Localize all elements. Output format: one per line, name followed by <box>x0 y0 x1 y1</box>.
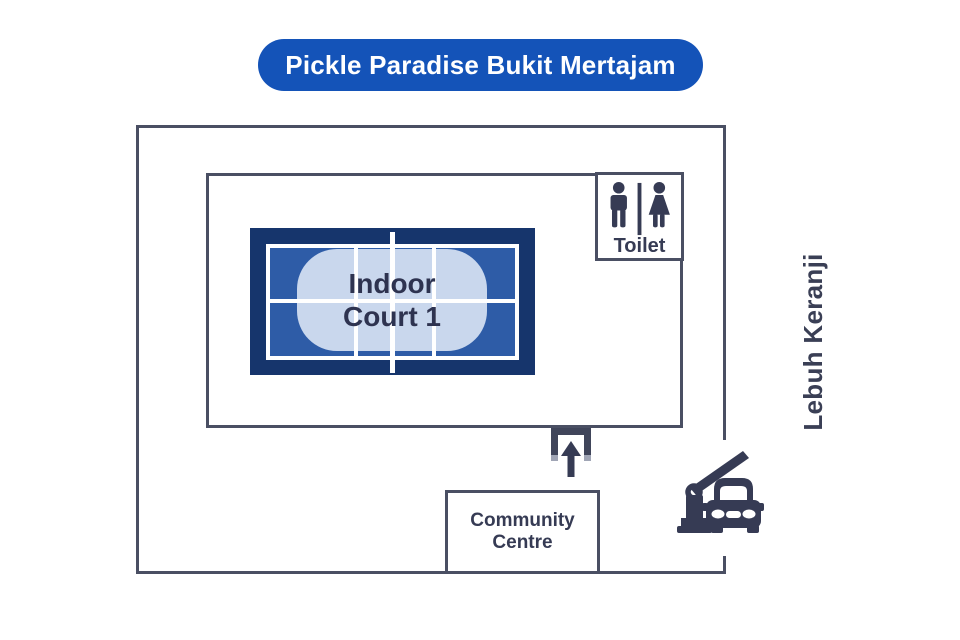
toilet-label: Toilet <box>613 235 666 257</box>
boundary-left <box>136 125 139 574</box>
vehicle-entrance-icon <box>677 451 764 533</box>
woman-icon <box>648 181 670 228</box>
community-centre-line1: Community <box>470 510 575 531</box>
barrier-gate-icon <box>677 451 749 533</box>
entrance-door-frame <box>551 428 591 461</box>
entrance-door-frame <box>551 455 558 461</box>
man-icon <box>610 181 627 228</box>
court-label-line1: Indoor <box>348 268 436 299</box>
court-kitchen-line-left <box>354 248 358 356</box>
boundary-top <box>136 125 726 128</box>
boundary-right-lower <box>723 556 726 574</box>
toilet-sign-icon <box>610 181 670 236</box>
entrance-door-frame <box>584 455 591 461</box>
car-icon <box>702 478 764 533</box>
court-label: Indoor Court 1 <box>297 249 487 351</box>
court-label-line2: Court 1 <box>343 301 441 332</box>
community-centre-line2: Centre <box>492 532 553 553</box>
boundary-right-upper <box>723 125 726 440</box>
court-net-line <box>390 232 395 373</box>
road-name: Lebuh Keranji <box>797 253 828 431</box>
toilet-divider <box>637 182 642 236</box>
venue-title-pill: Pickle Paradise Bukit Mertajam <box>258 39 703 91</box>
court-kitchen-line-right <box>432 248 436 356</box>
toilet-box: Toilet <box>595 172 684 261</box>
boundary-bottom <box>136 571 726 574</box>
up-arrow-icon <box>561 441 581 477</box>
venue-title: Pickle Paradise Bukit Mertajam <box>285 49 676 80</box>
community-centre-box: Community Centre <box>445 490 600 574</box>
